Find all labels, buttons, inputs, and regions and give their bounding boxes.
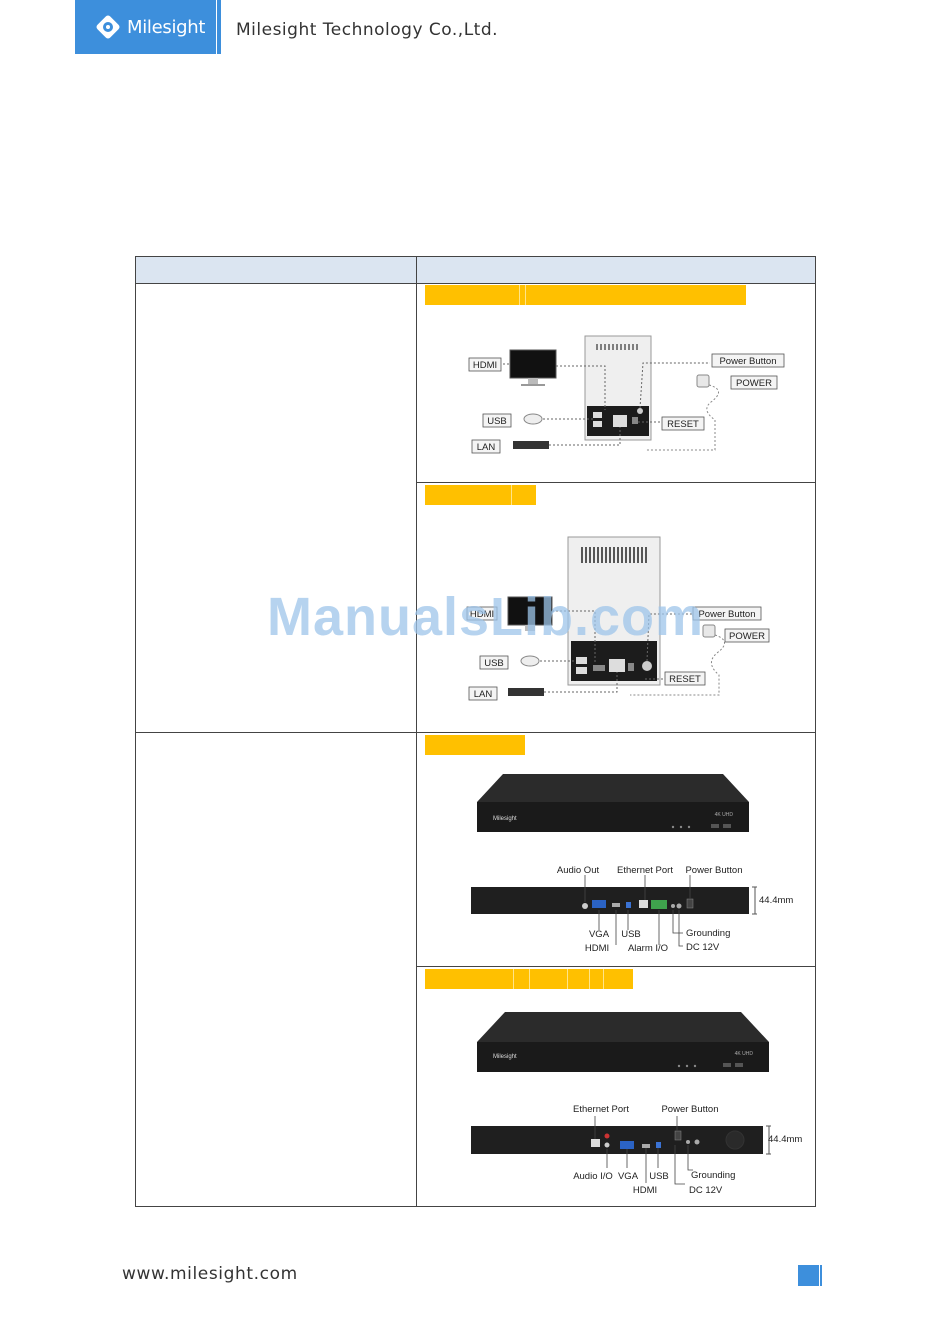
- label-height: 44.4mm: [768, 1134, 802, 1145]
- ethernet-port: [591, 1139, 600, 1147]
- label-ethernet-port: Ethernet Port: [617, 865, 673, 876]
- nvr-1u-diagram-1: Milesight 4K UHD Audio Out Ethernet Port…: [471, 774, 793, 954]
- audio-io-port: [604, 1133, 610, 1139]
- mini-nvr-connection-diagram-1: HDMI USB LAN Power Button POWER RESET: [468, 335, 785, 454]
- label-height: 44.4mm: [759, 895, 793, 906]
- ethernet-port: [639, 900, 648, 908]
- label-hdmi: HDMI: [473, 360, 497, 371]
- company-name: Milesight Technology Co.,Ltd.: [236, 20, 499, 40]
- usb-port: [656, 1142, 661, 1148]
- switch-icon: [513, 441, 549, 449]
- monitor-icon: [507, 596, 553, 631]
- label-lan: LAN: [474, 689, 493, 700]
- label-lan: LAN: [477, 442, 496, 453]
- label-dc: DC 12V: [689, 1185, 723, 1196]
- page-accent-bar: [820, 1265, 822, 1286]
- label-reset: RESET: [669, 674, 701, 685]
- nvr-1u-diagram-2: Milesight 4K UHD Ethernet Port Power But…: [471, 1012, 802, 1196]
- label-power-button: Power Button: [661, 1104, 718, 1115]
- label-reset: RESET: [667, 419, 699, 430]
- vga-port: [592, 900, 606, 908]
- switch-icon: [508, 688, 544, 696]
- label-audio-io: Audio I/O: [573, 1171, 613, 1182]
- alarm-io-port: [651, 900, 667, 909]
- logo-text: Milesight: [127, 16, 206, 38]
- label-alarm-io: Alarm I/O: [628, 943, 668, 954]
- milesight-logo-icon: [96, 15, 120, 39]
- monitor-icon: [509, 349, 557, 386]
- vga-port: [620, 1141, 634, 1149]
- highlight-bar-2: [425, 485, 536, 505]
- audio-out-port: [582, 903, 588, 909]
- mouse-icon: [520, 655, 540, 667]
- table-header-row: [136, 257, 815, 283]
- label-hdmi: HDMI: [470, 609, 494, 620]
- hdmi-port: [642, 1144, 650, 1148]
- hdmi-port: [612, 903, 620, 907]
- power-adapter-icon: [702, 624, 716, 638]
- label-hdmi: HDMI: [633, 1185, 657, 1196]
- label-power-button: Power Button: [698, 609, 755, 620]
- highlight-bar-3: [425, 735, 525, 755]
- label-power-button: Power Button: [685, 865, 742, 876]
- product-table: [135, 256, 816, 1207]
- label-grounding: Grounding: [691, 1170, 735, 1181]
- label-dc: DC 12V: [686, 942, 720, 953]
- label-power: POWER: [736, 378, 772, 389]
- column-divider: [416, 257, 417, 1206]
- front-badge: 4K UHD: [715, 812, 734, 818]
- label-grounding: Grounding: [686, 928, 730, 939]
- label-power: POWER: [729, 631, 765, 642]
- front-badge: 4K UHD: [735, 1051, 754, 1057]
- logo-accent-bar: [217, 0, 221, 54]
- page-number-box: [798, 1265, 819, 1286]
- label-usb: USB: [487, 416, 507, 427]
- label-hdmi: HDMI: [585, 943, 609, 954]
- power-adapter-icon: [696, 374, 710, 388]
- label-usb: USB: [649, 1171, 669, 1182]
- watermark: ManualsLib.com: [267, 587, 705, 647]
- highlight-bar-4: [425, 969, 633, 989]
- label-vga: VGA: [618, 1171, 639, 1182]
- mini-nvr-connection-diagram-2: HDMI USB LAN Power Button POWER RESET: [466, 536, 770, 701]
- usb-port: [626, 902, 631, 908]
- label-audio-out: Audio Out: [557, 865, 600, 876]
- label-power-button: Power Button: [719, 356, 776, 367]
- brand-logo: Milesight: [75, 0, 216, 54]
- label-ethernet-port: Ethernet Port: [573, 1104, 629, 1115]
- front-logo: Milesight: [493, 816, 517, 822]
- footer-url[interactable]: www.milesight.com: [122, 1264, 298, 1284]
- label-usb: USB: [484, 658, 504, 669]
- label-usb: USB: [621, 929, 641, 940]
- label-vga: VGA: [589, 929, 610, 940]
- highlight-bar-1: [425, 285, 746, 305]
- mouse-icon: [523, 413, 543, 425]
- front-logo: Milesight: [493, 1054, 517, 1060]
